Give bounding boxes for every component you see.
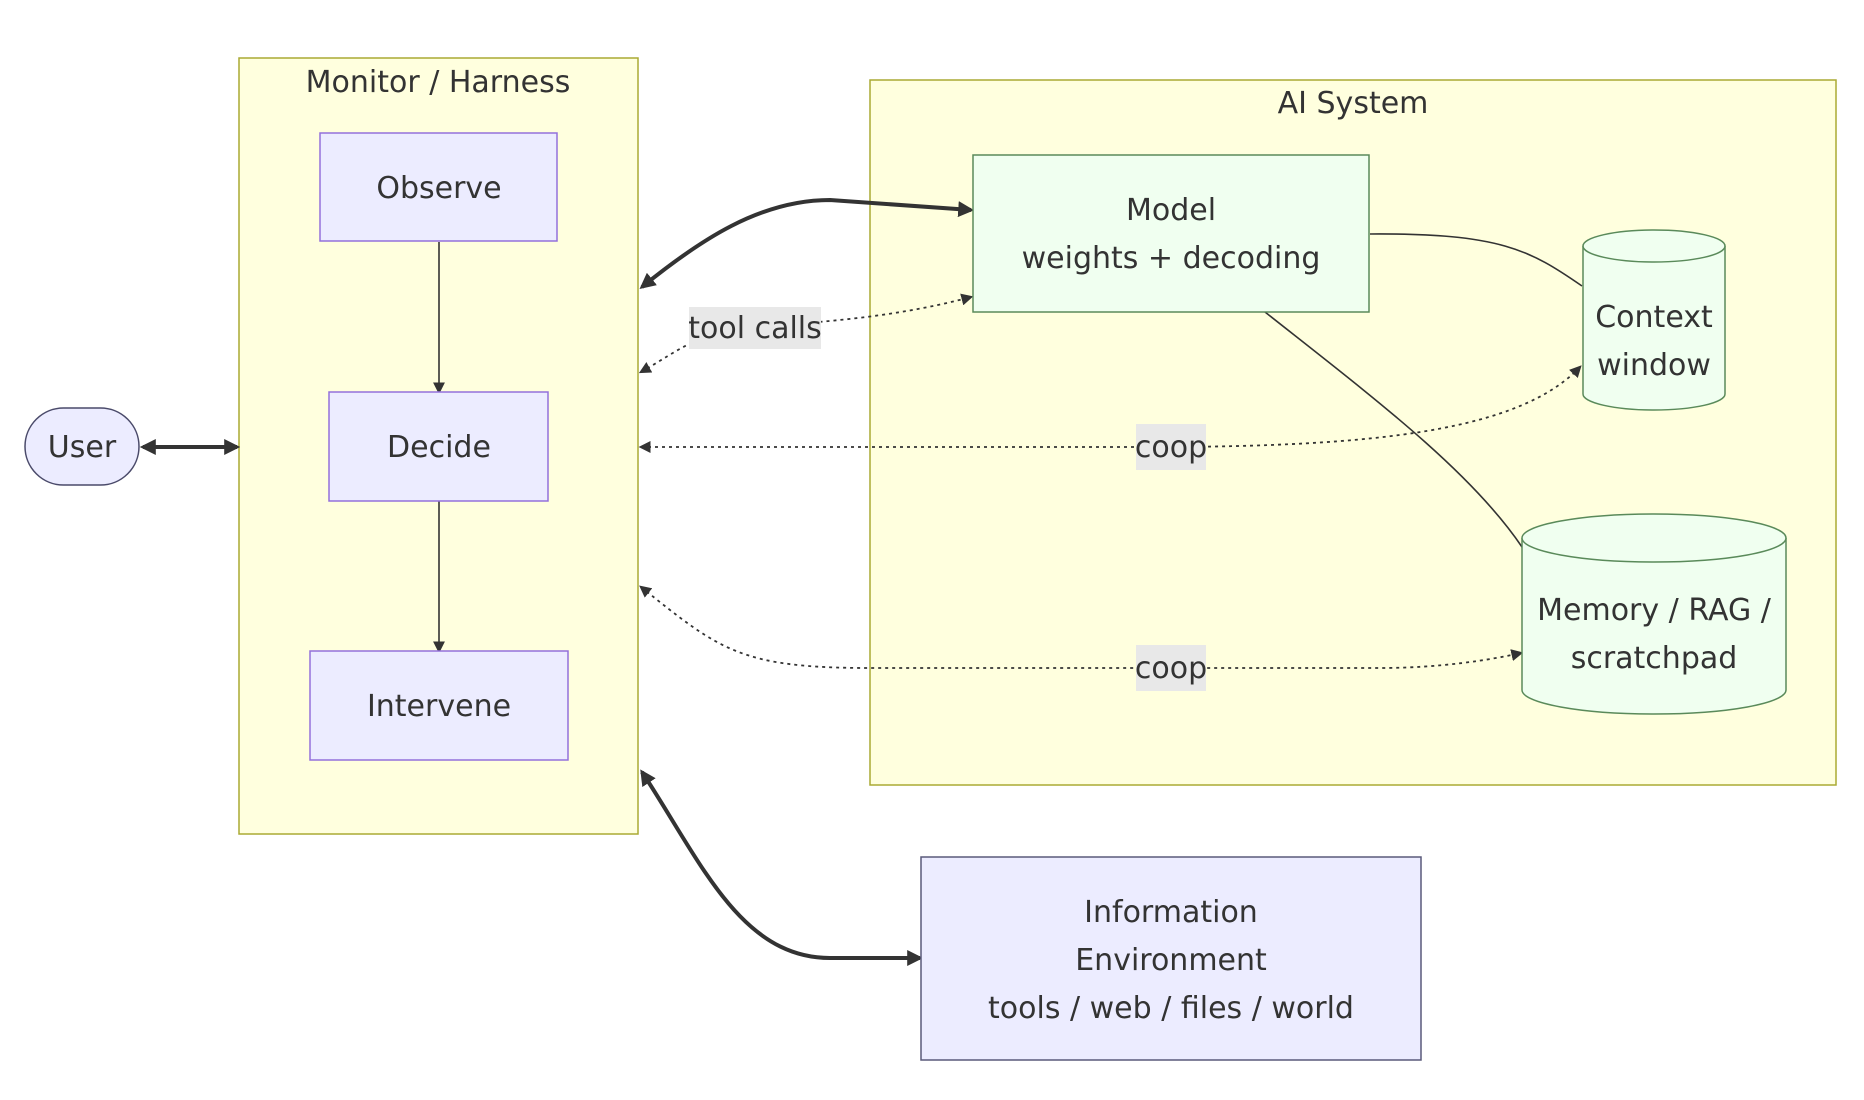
edge-model-context: [1369, 233, 1583, 287]
node-model[interactable]: Model weights + decoding: [972, 154, 1370, 313]
node-memory-rag-scratchpad[interactable]: Memory / RAG / scratchpad: [1521, 513, 1787, 715]
edge-label-coop-memory-text: coop: [1135, 651, 1207, 686]
edge-label-tool-calls-text: tool calls: [688, 311, 822, 346]
node-context-line-2: window: [1597, 348, 1711, 383]
node-information-environment[interactable]: Information Environment tools / web / fi…: [920, 856, 1422, 1061]
node-model-line-2: weights + decoding: [1022, 241, 1321, 276]
edge-label-coop-context: coop: [1135, 424, 1207, 470]
cluster-monitor-title: Monitor / Harness: [306, 65, 571, 100]
node-environment-line-2: Environment: [1075, 943, 1267, 978]
node-memory-line-2: scratchpad: [1571, 641, 1738, 676]
edge-monitor-model: [639, 197, 975, 290]
edge-coop-context: [638, 365, 1582, 453]
edges: [139, 197, 1583, 966]
node-user-label: User: [48, 430, 117, 465]
cluster-ai-system-title: AI System: [1278, 86, 1429, 121]
edge-tool-calls: [638, 293, 974, 374]
node-decide[interactable]: Decide: [328, 391, 549, 502]
node-observe[interactable]: Observe: [319, 132, 558, 242]
node-environment-line-1: Information: [1084, 895, 1258, 930]
node-decide-label: Decide: [387, 430, 491, 465]
edge-label-tool-calls: tool calls: [688, 307, 822, 349]
node-user[interactable]: User: [24, 407, 140, 486]
edge-model-memory: [1264, 311, 1523, 548]
node-environment-line-3: tools / web / files / world: [988, 991, 1354, 1026]
node-context-window[interactable]: Context window: [1582, 229, 1726, 411]
node-observe-label: Observe: [376, 171, 501, 206]
node-model-line-1: Model: [1126, 193, 1216, 228]
node-memory-line-1: Memory / RAG /: [1537, 593, 1772, 628]
node-intervene[interactable]: Intervene: [309, 650, 569, 761]
edge-monitor-environment: [640, 769, 924, 966]
node-intervene-label: Intervene: [367, 689, 511, 724]
edge-label-coop-memory: coop: [1135, 645, 1207, 691]
edge-label-coop-context-text: coop: [1135, 430, 1207, 465]
node-context-line-1: Context: [1595, 300, 1713, 335]
